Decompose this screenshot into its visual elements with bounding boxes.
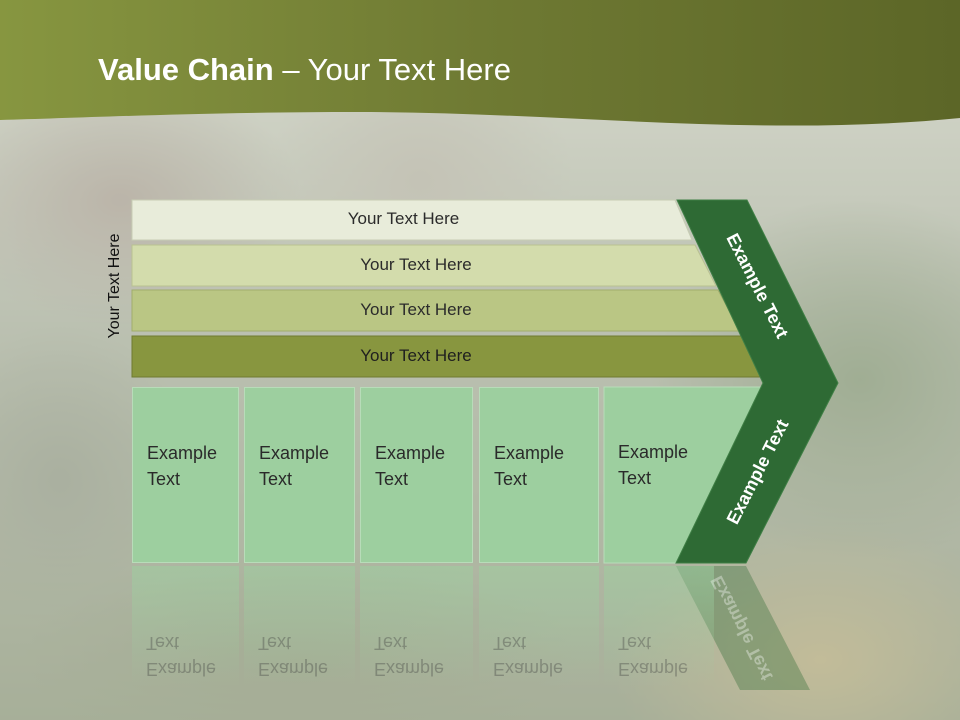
bar-3: Your Text Here bbox=[132, 291, 700, 329]
box-2-reflection-line1: Example bbox=[258, 659, 329, 679]
header-band bbox=[0, 0, 960, 126]
box-3-reflection-line1: Example bbox=[374, 659, 445, 679]
box-1-reflection-line1: Example bbox=[146, 659, 217, 679]
box-2-reflection-text: Example Text bbox=[258, 630, 358, 682]
box-4-reflection-line1: Example bbox=[493, 659, 564, 679]
title-rest: – Your Text Here bbox=[273, 52, 511, 87]
slide-title: Value Chain – Your Text Here bbox=[98, 52, 511, 88]
box-1-line2: Text bbox=[147, 469, 181, 489]
box-1-reflection-text: Example Text bbox=[146, 630, 246, 682]
bar-2: Your Text Here bbox=[132, 246, 700, 284]
box-5-reflection-line2: Text bbox=[618, 633, 652, 653]
box-3-line2: Text bbox=[375, 469, 409, 489]
box-2-line1: Example bbox=[259, 443, 330, 463]
box-1-reflection: Example Text bbox=[132, 566, 239, 686]
box-4-reflection: Example Text bbox=[479, 566, 599, 686]
box-5-reflection: Example Text bbox=[604, 566, 714, 686]
bar-1-label: Your Text Here bbox=[347, 209, 460, 228]
bar-4-label: Your Text Here bbox=[360, 346, 472, 365]
bar-4: Your Text Here bbox=[132, 337, 700, 375]
box-3-reflection-text: Example Text bbox=[374, 630, 474, 682]
box-3-reflection-line2: Text bbox=[374, 633, 408, 653]
box-3-line1: Example bbox=[375, 443, 446, 463]
bar-2-label: Your Text Here bbox=[360, 255, 472, 274]
box-5-reflection-text: Example Text bbox=[618, 630, 718, 682]
box-2-reflection-line2: Text bbox=[258, 633, 292, 653]
box-5-line2: Text bbox=[618, 468, 652, 488]
box-4-line1: Example bbox=[494, 443, 565, 463]
box-4-line2: Text bbox=[494, 469, 528, 489]
bar-1-shape bbox=[131, 199, 693, 241]
box-5-reflection-line1: Example bbox=[618, 659, 689, 679]
bar-1: Your Text Here bbox=[132, 200, 675, 238]
box-3-reflection: Example Text bbox=[360, 566, 473, 686]
title-bold: Value Chain bbox=[98, 52, 274, 87]
box-1-line1: Example bbox=[147, 443, 218, 463]
bar-2-shape bbox=[131, 244, 717, 287]
box-2-reflection: Example Text bbox=[244, 566, 355, 686]
box-5-line1: Example bbox=[618, 442, 689, 462]
box-4-reflection-text: Example Text bbox=[493, 630, 593, 682]
bar-3-label: Your Text Here bbox=[360, 300, 472, 319]
box-2-line2: Text bbox=[259, 469, 293, 489]
box-4-reflection-line2: Text bbox=[493, 633, 527, 653]
box-1-reflection-line2: Text bbox=[146, 633, 180, 653]
chevron-shape bbox=[675, 199, 839, 564]
